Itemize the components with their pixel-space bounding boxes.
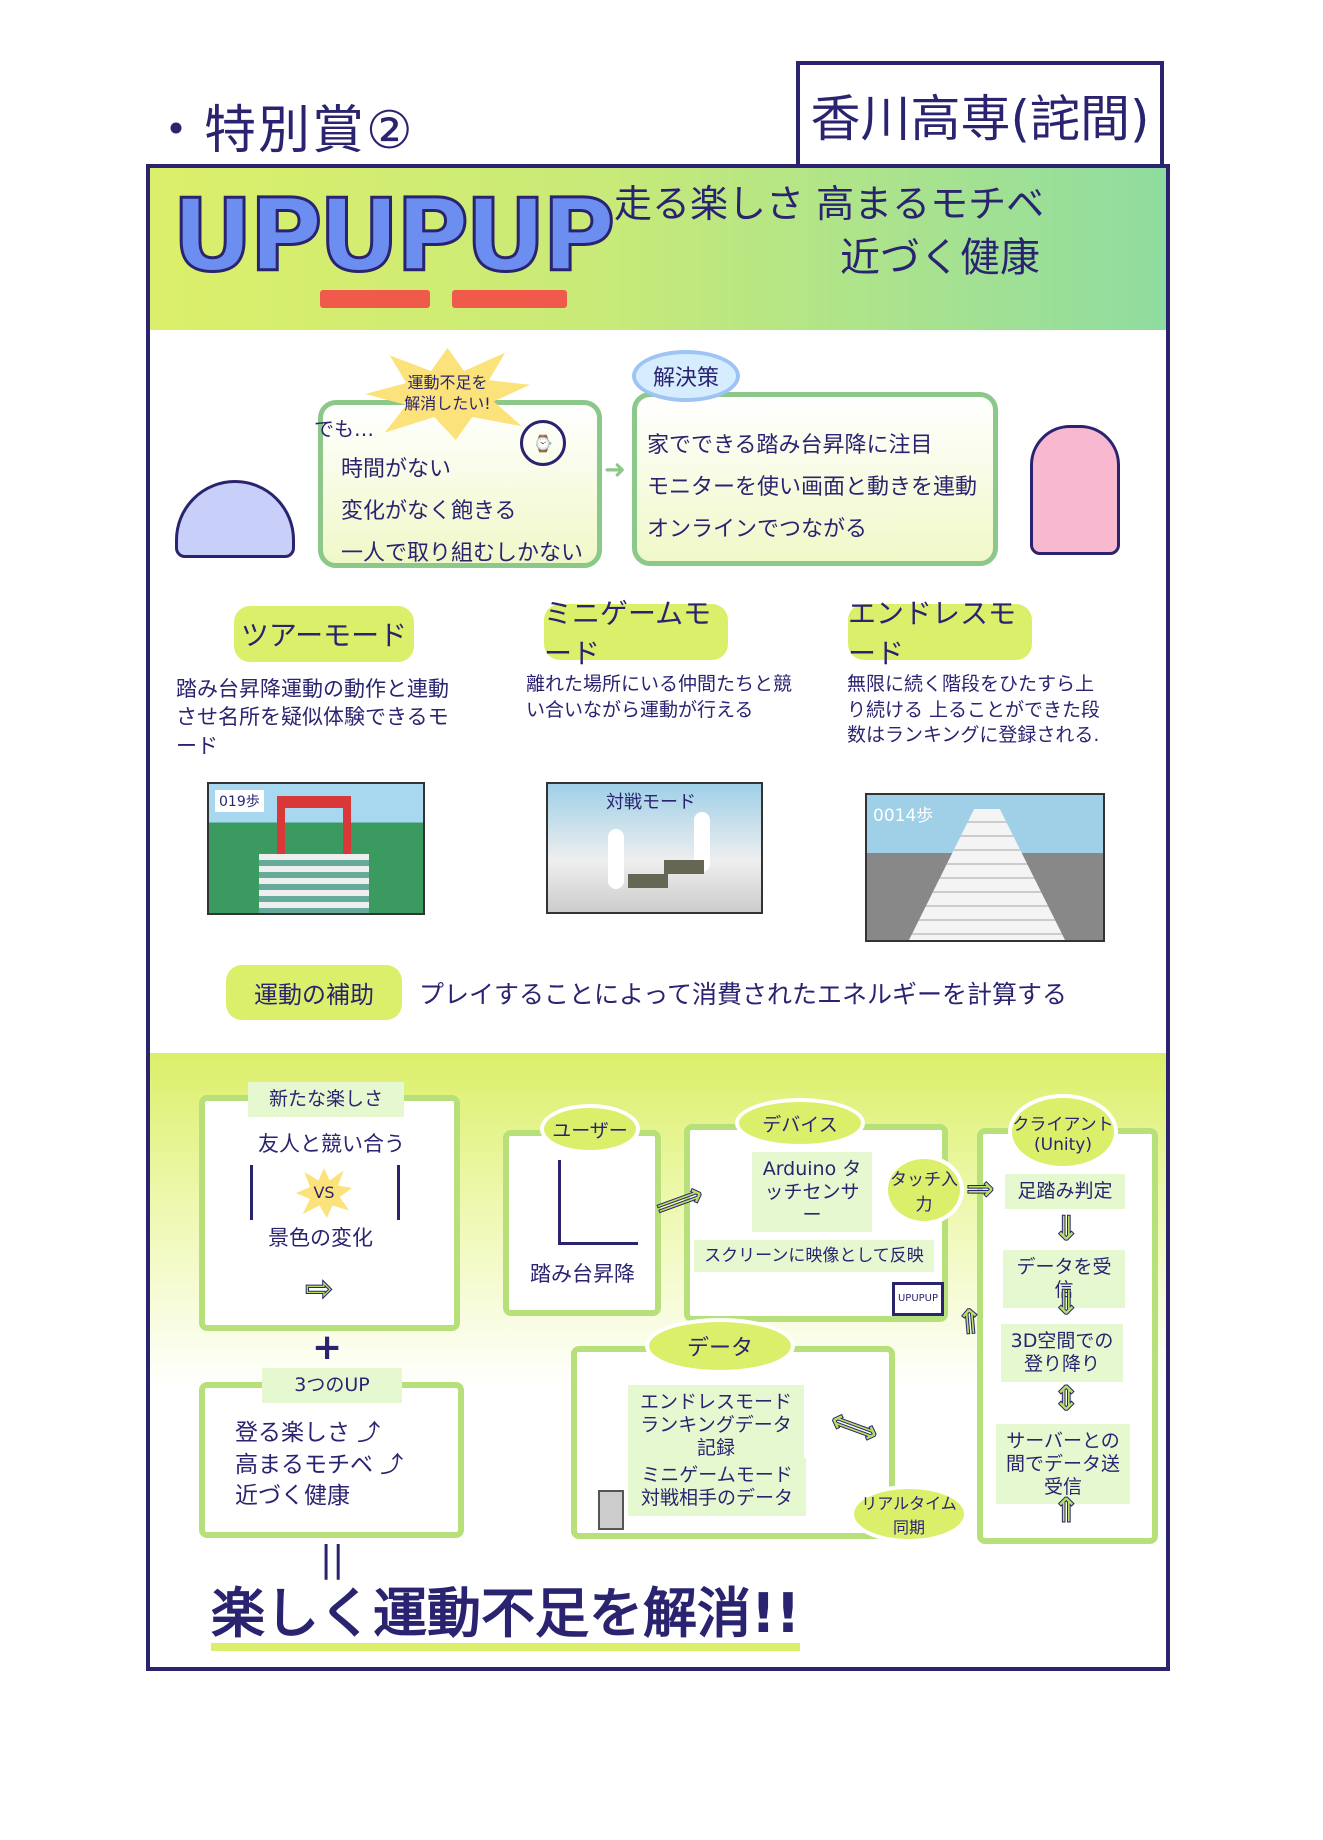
problem-lead: でも… (314, 417, 374, 441)
arrow-down-icon: ⇓ (1052, 1283, 1081, 1323)
problem-item: 変化がなく飽きる (341, 499, 517, 524)
three-up-item: 高まるモチベ ⤴ (235, 1451, 404, 1478)
fun-item-compete: 友人と競い合う (258, 1132, 405, 1156)
active-character-icon (1030, 425, 1120, 555)
fun-box (199, 1095, 460, 1331)
step-platform-icon (628, 874, 668, 888)
client-title: クライアント (Unity) (1008, 1094, 1118, 1170)
mode-tour-title: ツアーモード (234, 606, 414, 662)
problem-item: 一人で取り組むしかない (341, 541, 584, 566)
three-up-item: 近づく健康 (235, 1483, 350, 1510)
solution-item: モニターを使い画面と動きを連動 (647, 475, 978, 500)
mode-endless-desc: 無限に続く階段をひたすら上り続ける 上ることができた段数はランキングに登録される… (847, 673, 1101, 747)
clock-icon: ⌚ (520, 420, 566, 466)
arrow-right-icon: ⇨ (305, 1269, 334, 1309)
solution-box: 家でできる踏み台昇降に注目 モニターを使い画面と動きを連動 オンラインでつながる (632, 392, 998, 566)
arduino-sensor: Arduino タッチセンサー (752, 1152, 872, 1233)
server-icon (598, 1490, 624, 1530)
step-platform-icon (664, 860, 704, 874)
player-figure-icon (608, 829, 624, 889)
monitor-icon: UPUPUP (892, 1282, 944, 1316)
realtime-sync: リアルタイム同期 (850, 1485, 968, 1543)
three-up-item: 登る楽しさ ⤴ (235, 1420, 381, 1446)
mode-minigame-desc: 離れた場所にいる仲間たちと競い合いながら運動が行える (526, 673, 793, 721)
mode-minigame-title: ミニゲームモード (544, 597, 728, 670)
solution-item: オンラインでつながる (647, 517, 868, 542)
rival-characters-icon (250, 1165, 400, 1220)
tour-screenshot: 019歩 (207, 782, 425, 915)
burst-text: 運動不足を解消したい! (404, 373, 491, 413)
tagline-line2: 近づく健康 (840, 235, 1040, 281)
school-name-box: 香川高専(詫間) (796, 61, 1164, 165)
monitor-logo: UPUPUP (897, 1293, 939, 1304)
screen-reflect: スクリーンに映像として反映 (694, 1240, 934, 1273)
arrow-updown-icon: ⇕ (1052, 1379, 1081, 1419)
endless-stairs-icon (907, 809, 1067, 940)
stepping-user-icon (558, 1160, 638, 1245)
three-up-title: 3つのUP (262, 1368, 402, 1403)
client-step: 足踏み判定 (1005, 1174, 1125, 1209)
solution-title: 解決策 (632, 350, 740, 402)
header-band (150, 168, 1166, 330)
client-step: サーバーとの間でデータ送受信 (996, 1424, 1130, 1505)
device-title: デバイス (735, 1098, 865, 1148)
step-count: 0014歩 (873, 806, 934, 826)
assist-text: プレイすることによって消費されたエネルギーを計算する (419, 980, 1068, 1009)
school-name: 香川高専(詫間) (810, 90, 1150, 148)
data-title: データ (645, 1318, 795, 1374)
plus-sign: + (312, 1327, 343, 1368)
stairs-icon (259, 854, 369, 913)
fun-title: 新たな楽しさ (248, 1082, 404, 1117)
award-title: ・特別賞② (150, 101, 415, 161)
client-step: データを受信 (1003, 1250, 1125, 1308)
mode-endless-title: エンドレスモード (848, 597, 1032, 670)
mode-tour-desc: 踏み台昇降運動の動作と連動させ名所を疑似体験できるモード (176, 677, 449, 758)
logo-arrow-icon (320, 290, 430, 308)
arrow-right-icon: ⇒ (966, 1169, 995, 1209)
arrow-right-icon: ➜ (604, 455, 626, 485)
poster-frame (146, 164, 1170, 1671)
equals-sign: || (320, 1539, 345, 1580)
battle-mode-label: 対戦モード (606, 792, 696, 813)
problem-item: 時間がない (341, 457, 452, 482)
battle-screenshot: 対戦モード (546, 782, 763, 914)
solution-item: 家でできる踏み台昇降に注目 (647, 433, 933, 458)
three-up-box: 登る楽しさ ⤴ 高まるモチベ ⤴ 近づく健康 (199, 1382, 464, 1538)
player-figure-icon (694, 812, 710, 872)
vs-text: VS (313, 1182, 335, 1202)
user-label: 踏み台昇降 (530, 1262, 635, 1286)
arrow-down-icon: ⇓ (1052, 1209, 1081, 1249)
fun-item-scenery: 景色の変化 (268, 1226, 373, 1250)
endless-screenshot: 0014歩 (865, 793, 1105, 942)
conclusion-title: 楽しく運動不足を解消!! (211, 1584, 801, 1652)
assist-title: 運動の補助 (226, 965, 402, 1020)
endless-ranking-data: エンドレスモード ランキングデータ記録 (628, 1385, 804, 1466)
user-title: ユーザー (540, 1104, 640, 1154)
torii-icon (277, 796, 351, 856)
upupup-logo: UPUPUP (170, 177, 616, 294)
client-step: 3D空間での登り降り (1001, 1324, 1123, 1382)
touch-input: タッチ入力 (884, 1155, 964, 1225)
logo-arrow-icon (452, 290, 567, 308)
minigame-opponent-data: ミニゲームモード 対戦相手のデータ (628, 1458, 806, 1516)
tagline-line1: 走る楽しさ 高まるモチベ (614, 182, 1045, 226)
step-count: 019歩 (215, 790, 264, 812)
arrow-up-icon: ⇑ (1052, 1491, 1081, 1531)
